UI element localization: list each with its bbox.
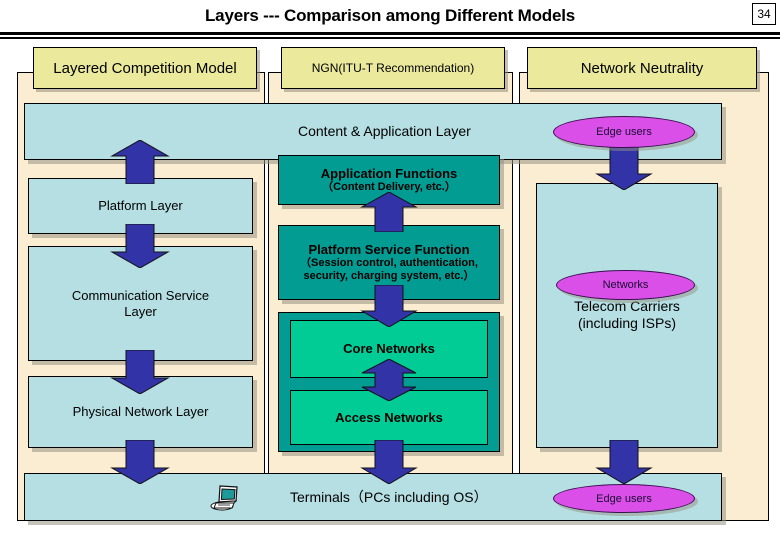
title-rule-lower [0, 37, 780, 39]
block-application-functions[interactable]: Application Functions （Content Delivery,… [278, 155, 500, 205]
layer-label-physical-network: Physical Network Layer [72, 404, 209, 420]
layer-label-communication-service: Communication Service Layer [71, 287, 210, 319]
header-right-label: Network Neutrality [580, 59, 704, 77]
arrow-down-edge-users-to-carriers [595, 144, 653, 190]
header-network-neutrality[interactable]: Network Neutrality [527, 47, 757, 89]
layer-label-platform: Platform Layer [98, 198, 183, 214]
arrow-down-platform-service-to-core [360, 285, 418, 327]
header-ngn[interactable]: NGN(ITU-T Recommendation) [281, 47, 505, 89]
title-rule-upper [0, 32, 780, 35]
arrow-down-physical-to-terminals [110, 440, 170, 484]
arrow-core-access-bidirectional [360, 359, 418, 401]
application-functions-title: Application Functions [320, 165, 458, 181]
telecom-carriers-line-2: (including ISPs) [577, 314, 677, 331]
core-networks-label: Core Networks [343, 341, 435, 357]
header-middle-label: NGN(ITU-T Recommendation) [311, 61, 475, 75]
edge-users-ellipse-bottom[interactable]: Edge users [553, 484, 695, 513]
arrow-up-content-to-platform [110, 140, 170, 184]
arrow-down-platform-to-communication [110, 224, 170, 268]
networks-ellipse-label: Networks [602, 279, 649, 291]
page-title: Layers --- Comparison among Different Mo… [205, 6, 575, 25]
networks-ellipse[interactable]: Networks [556, 270, 695, 300]
arrow-up-application-to-content [360, 192, 418, 232]
terminals-label: Terminals（PCs including OS） [290, 488, 488, 505]
edge-users-bottom-label: Edge users [596, 492, 652, 505]
content-application-layer-label: Content & Application Layer [298, 123, 471, 140]
header-layered-competition-model[interactable]: Layered Competition Model [33, 47, 257, 89]
telecom-carriers-box[interactable]: Telecom Carriers (including ISPs) [536, 183, 718, 448]
page-number-badge: 34 [752, 3, 776, 25]
platform-service-function-subtitle-2: security, charging system, etc.） [303, 270, 475, 283]
platform-service-function-title: Platform Service Function [308, 241, 470, 257]
header-left-label: Layered Competition Model [53, 59, 237, 77]
telecom-carriers-line-1: Telecom Carriers [574, 298, 680, 314]
edge-users-top-label: Edge users [596, 126, 652, 138]
arrow-down-carriers-to-edge-users [595, 440, 653, 484]
platform-service-function-subtitle-1: （Session control, authentication, [300, 257, 478, 270]
arrow-down-access-to-terminals [360, 440, 418, 484]
arrow-down-communication-to-physical [110, 350, 170, 394]
edge-users-ellipse-top[interactable]: Edge users [553, 116, 695, 148]
access-networks-label: Access Networks [335, 409, 443, 425]
computer-terminal-icon [210, 482, 242, 512]
application-functions-subtitle: （Content Delivery, etc.） [322, 181, 456, 194]
